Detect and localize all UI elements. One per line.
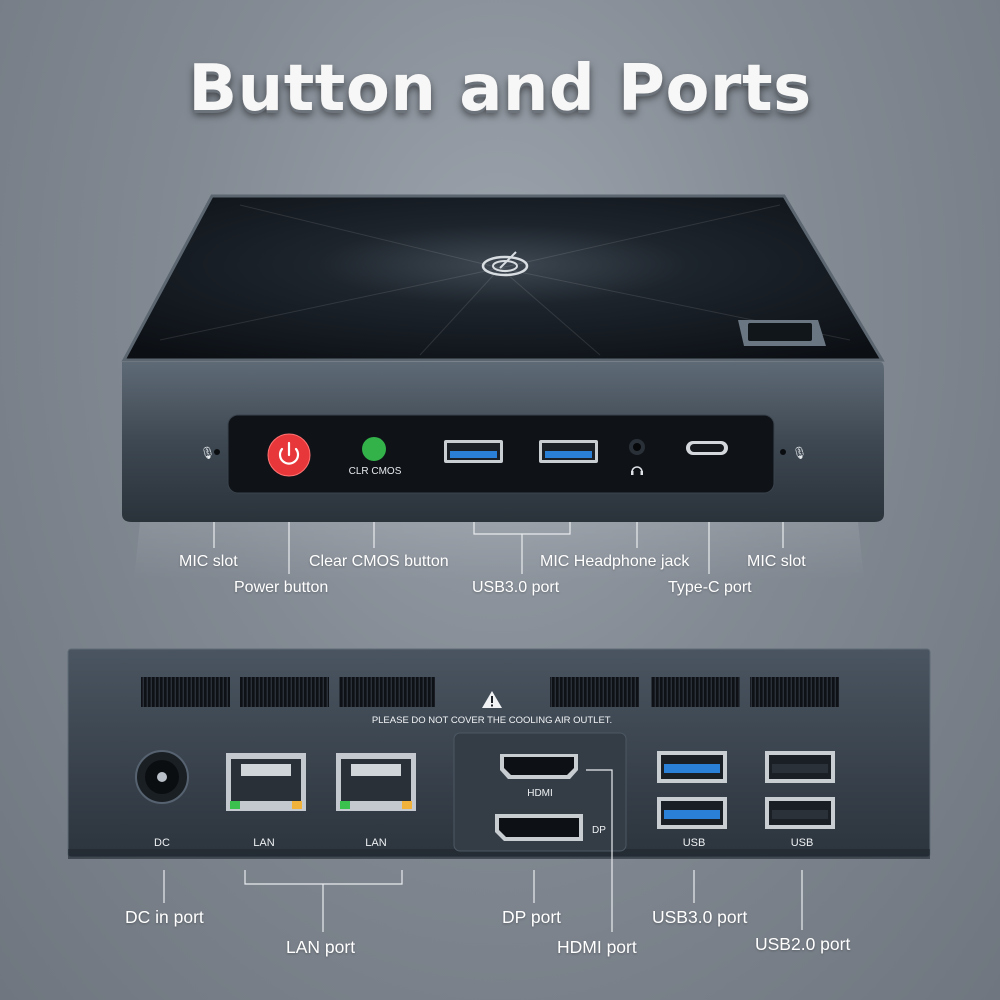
warning-text: PLEASE DO NOT COVER THE COOLING AIR OUTL… [372,715,612,726]
brand-logo-icon [481,251,529,277]
lan-port-2[interactable] [336,753,416,811]
dp-port[interactable] [495,814,583,841]
warning-icon [482,691,502,708]
rear-usb30-port-2[interactable] [657,797,727,829]
clr-cmos-label: CLR CMOS [349,466,402,477]
callout-hdmi-port: HDMI port [557,937,637,957]
rear-callout-lines [163,769,803,932]
callout-lan-port: LAN port [286,937,356,957]
mic-slot-right: 🎙 [780,446,807,460]
rear-usb30-port-1[interactable] [657,751,727,783]
rear-usb20-port-2[interactable] [765,797,835,829]
headphone-jack[interactable] [629,439,645,455]
hdmi-label: HDMI [527,788,553,799]
cooling-vents [141,677,839,707]
mic-icon: 🎙 [792,446,807,460]
callout-type-c-port: Type-C port [668,579,752,596]
callout-power-button: Power button [234,579,329,596]
callout-usb30-port-rear: USB3.0 port [652,907,748,927]
page-title: Button and Ports [188,52,812,126]
rear-device: PLEASE DO NOT COVER THE COOLING AIR OUTL… [67,648,931,859]
callout-usb20-port: USB2.0 port [755,934,851,954]
callout-usb30-port: USB3.0 port [472,579,560,596]
mic-icon: 🎙 [200,446,215,460]
front-device: 🎙 🎙 CLR CMOS [121,194,885,580]
front-callout-lines [213,522,784,574]
headphone-icon [631,466,643,475]
power-button[interactable] [267,433,311,477]
front-usb30-port-1[interactable] [444,440,503,463]
hdmi-port[interactable] [500,754,578,779]
device-reflection [134,522,864,580]
lan-label-2: LAN [365,837,386,849]
callout-dp-port: DP port [502,907,562,927]
dp-label: DP [592,825,606,836]
fingerprint-sensor[interactable] [738,320,826,346]
rear-usb20-port-1[interactable] [765,751,835,783]
lan-port-1[interactable] [226,753,306,811]
dc-in-port[interactable] [135,750,189,804]
callout-mic-headphone-jack: MIC Headphone jack [540,553,690,570]
callout-mic-slot-right: MIC slot [747,553,806,570]
callout-clear-cmos-button: Clear CMOS button [309,553,449,570]
power-icon [278,441,300,465]
usb-label-2: USB [791,837,814,849]
mic-slot-left: 🎙 [200,446,220,460]
clear-cmos-button[interactable] [362,437,386,461]
lan-label-1: LAN [253,837,274,849]
front-usb30-port-2[interactable] [539,440,598,463]
callout-dc-in-port: DC in port [125,907,204,927]
callout-mic-slot-left: MIC slot [179,553,238,570]
type-c-port[interactable] [686,441,728,455]
usb-label-1: USB [683,837,706,849]
device-lid [121,194,885,362]
dc-label: DC [154,837,170,849]
